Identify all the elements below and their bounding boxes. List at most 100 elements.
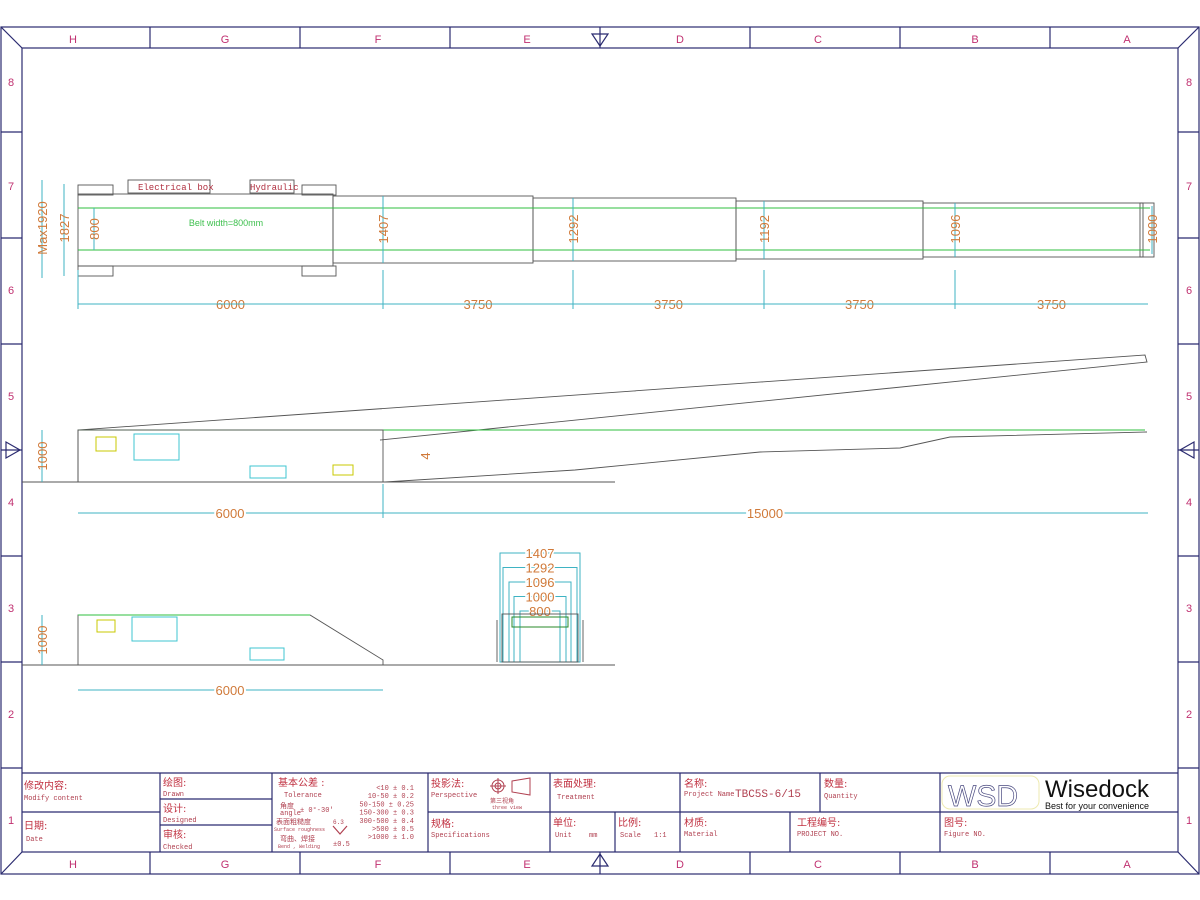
projection-label: 投影法: (431, 777, 464, 790)
grid-row-label: 6 (1186, 285, 1192, 297)
bend-label: 弯曲、焊接 (280, 834, 315, 844)
grid-column-label: E (523, 859, 530, 871)
figure-no-label: 图号: (944, 817, 967, 829)
unit-label: 单位: (553, 816, 576, 829)
center-mark-bottom-icon (590, 852, 610, 867)
modify-label-en: Modify content (24, 795, 83, 803)
center-mark-right-icon (1178, 440, 1195, 460)
tolerance-row: >500 ± 0.5 (372, 826, 414, 834)
tolerance-label-en: Tolerance (284, 792, 322, 800)
dim-side-extended: 15000 (747, 506, 783, 521)
third-angle-label: 第三视角 (490, 797, 514, 805)
roughness-label: 表面粗糙度 (276, 817, 311, 827)
dim-side-height: 1000 (35, 442, 50, 471)
bend-value: ±0.5 (333, 841, 350, 849)
logo-mark-box (941, 775, 1040, 810)
third-angle-label-en: three view (492, 805, 522, 811)
grid-row-label: 1 (8, 815, 14, 827)
drawing-frame (0, 26, 1200, 875)
scale-label: 比例: (618, 816, 641, 829)
grid-row-label: 5 (8, 391, 14, 403)
top-view: Electrical box Hydraulic Belt width=800m… (35, 179, 1160, 314)
grid-column-label: D (676, 859, 684, 871)
logo-mark: WSD (948, 780, 1018, 813)
tolerance-row: 50-150 ± 0.25 (359, 801, 414, 809)
projection-label-en: Perspective (431, 792, 477, 800)
material-label-en: Material (684, 831, 718, 839)
dim-retracted-length: 6000 (216, 683, 245, 698)
dim-section-width: 1000 (1145, 215, 1160, 244)
designed-label: 设计: (163, 802, 186, 815)
tolerance-row: 10-50 ± 0.2 (368, 793, 414, 801)
electrical-box-label: Electrical box (138, 183, 214, 193)
grid-row-label: 2 (1186, 709, 1192, 721)
dim-end-width: 800 (529, 604, 551, 619)
name-label-en: Project Name (684, 791, 734, 799)
dim-section-width: 1407 (376, 215, 391, 244)
unit-label-en: Unit (555, 832, 572, 840)
project-name-value: TBC5S-6/15 (735, 789, 801, 801)
retracted-view: 1000 6000 (22, 614, 615, 700)
dim-section-width: 1096 (948, 215, 963, 244)
angle-label: 角度 (280, 801, 294, 811)
dim-width: 1827 (57, 214, 72, 243)
dim-section-width: 1192 (757, 215, 772, 243)
quantity-label: 数量: (824, 777, 847, 790)
checked-label: 审核: (163, 828, 186, 841)
grid-row-label: 4 (8, 497, 14, 509)
date-label-en: Date (26, 836, 43, 844)
center-mark-top-icon (590, 33, 610, 48)
belt-width-label: Belt width=800mm (189, 218, 263, 228)
grid-column-label: B (971, 34, 978, 46)
modify-label: 修改内容: (24, 779, 67, 792)
dim-retracted-height: 1000 (35, 626, 50, 655)
grid-column-label: C (814, 34, 822, 46)
grid-column-label: H (69, 859, 77, 871)
treatment-label-en: Treatment (557, 794, 595, 802)
grid-row-label: 3 (1186, 603, 1192, 615)
grid-row-label: 1 (1186, 815, 1192, 827)
grid-row-label: 2 (8, 709, 14, 721)
scale-value: 1:1 (654, 832, 667, 840)
angle-label-en: angle (280, 810, 301, 818)
specs-label: 规格: (431, 817, 454, 830)
center-mark-left-icon (5, 440, 22, 460)
unit-value: mm (589, 832, 597, 840)
quantity-label-en: Quantity (824, 793, 858, 801)
grid-column-label: F (375, 34, 382, 46)
project-no-label-en: PROJECT NO. (797, 831, 843, 839)
treatment-label: 表面处理: (553, 777, 596, 790)
scale-label-en: Scale (620, 832, 641, 840)
grid-column-label: G (221, 859, 230, 871)
grid-column-label: F (375, 859, 382, 871)
hydraulic-label: Hydraulic (250, 183, 299, 193)
name-label: 名称: (684, 777, 707, 790)
tolerance-row: <10 ± 0.1 (376, 785, 414, 793)
dim-side-base: 6000 (216, 506, 245, 521)
bend-label-en: Bend , Welding (278, 844, 320, 850)
roughness-symbol-icon (332, 825, 348, 835)
figure-no-label-en: Figure NO. (944, 831, 986, 839)
grid-column-label: H (69, 34, 77, 46)
tolerance-row: 300-500 ± 0.4 (359, 818, 414, 826)
dim-end-width: 1407 (526, 546, 555, 561)
dim-belt: 800 (87, 218, 102, 240)
grid-row-label: 4 (1186, 497, 1192, 509)
angle-value: ± 0°-30' (300, 806, 334, 815)
dim-section-width: 1292 (566, 215, 581, 244)
grid-column-label: A (1123, 859, 1131, 871)
grid-column-label: A (1123, 34, 1131, 46)
drawn-label-en: Drawn (163, 791, 184, 799)
specs-label-en: Specifications (431, 832, 490, 840)
dim-end-width: 1000 (526, 590, 555, 605)
grid-column-label: B (971, 859, 978, 871)
grid-row-label: 6 (8, 285, 14, 297)
tolerance-label: 基本公差 : (278, 776, 325, 789)
grid-row-label: 7 (1186, 181, 1192, 193)
grid-row-label: 5 (1186, 391, 1192, 403)
grid-row-label: 8 (8, 77, 14, 89)
checked-label-en: Checked (163, 844, 192, 852)
grid-row-label: 3 (8, 603, 14, 615)
